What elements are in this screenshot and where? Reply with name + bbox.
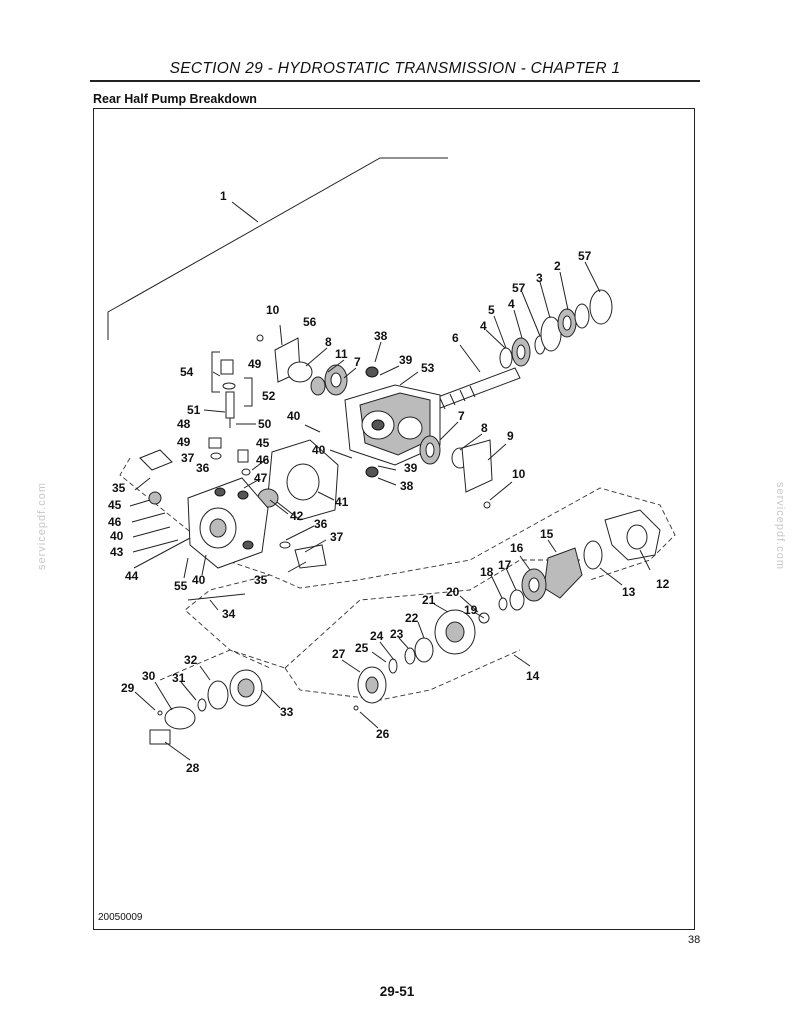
callout: 57 [512,281,526,295]
figure-title: Rear Half Pump Breakdown [93,92,257,106]
callout: 23 [390,627,404,641]
callout: 25 [355,641,369,655]
callout: 49 [248,357,262,371]
callout: 26 [376,727,390,741]
callout: 15 [540,527,554,541]
callout: 35 [112,481,126,495]
callout: 39 [404,461,418,475]
callout: 49 [177,435,191,449]
upper-small-parts [256,334,493,509]
callout: 19 [464,603,478,617]
callout: 37 [330,530,344,544]
callout: 47 [254,471,268,485]
callout: 2 [554,259,561,273]
callout: 45 [108,498,122,512]
callout: 9 [507,429,514,443]
charge-pump-group [149,669,263,745]
callout: 3 [536,271,543,285]
callout: 6 [452,331,459,345]
callout: 20 [446,585,460,599]
callout: 46 [108,515,122,529]
callout: 12 [656,577,670,591]
callout: 55 [174,579,188,593]
leader-lines [129,261,651,761]
callout: 36 [314,517,328,531]
callout: 24 [370,629,384,643]
callout: 36 [196,461,210,475]
callout: 37 [181,451,195,465]
callout: 39 [399,353,413,367]
section-header: SECTION 29 - HYDROSTATIC TRANSMISSION - … [169,60,621,77]
callout: 30 [142,669,156,683]
callout: 52 [262,389,276,403]
side-valves [139,449,327,601]
callout: 40 [312,443,326,457]
callout: 50 [258,417,272,431]
rotating-group [353,509,661,711]
callout: 16 [510,541,524,555]
valve-stack [208,359,251,476]
center-block [187,477,269,569]
callout: 28 [186,761,200,775]
input-shaft [429,367,521,411]
callout: 8 [481,421,488,435]
callout-labels: 1 57 2 57 3 5 4 4 6 10 56 38 8 11 39 49 … [108,189,670,775]
callout: 35 [254,573,268,587]
callout: 4 [508,297,515,311]
callout: 27 [332,647,346,661]
callout: 13 [622,585,636,599]
page-number: 29-51 [379,984,415,999]
callout: 34 [222,607,236,621]
callout: 54 [180,365,194,379]
callout: 40 [192,573,206,587]
callout: 46 [256,453,270,467]
end-cover [257,439,339,521]
upper-bearing-stack [499,289,613,369]
callout: 42 [290,509,304,523]
callout: 17 [498,558,512,572]
callout: 10 [266,303,280,317]
callout: 11 [335,347,348,361]
callout: 40 [110,529,124,543]
callout: 10 [512,467,526,481]
callout: 45 [256,436,270,450]
figure-frame [93,108,695,930]
callout: 38 [374,329,388,343]
callout: 40 [287,409,301,423]
callout: 21 [422,593,436,607]
figure-id: 20050009 [98,912,143,923]
callout: 51 [187,403,201,417]
callout: 29 [121,681,135,695]
callout: 31 [172,671,186,685]
callout: 7 [354,355,361,369]
figure-number: 38 [688,934,701,946]
pump-housing [344,384,441,466]
callout: 1 [220,189,227,203]
callout: 53 [421,361,435,375]
callout: 14 [526,669,540,683]
callout: 5 [488,303,495,317]
callout: 8 [325,335,332,349]
watermark-left: servicepdf.com [35,482,48,570]
header-rule [90,80,700,82]
callout: 43 [110,545,124,559]
callout: 7 [458,409,465,423]
callout: 38 [400,479,414,493]
watermark-right: servicepdf.com [773,482,786,570]
callout: 48 [177,417,191,431]
callout: 44 [125,569,139,583]
callout: 4 [480,319,487,333]
callout: 33 [280,705,294,719]
callout: 41 [335,495,349,509]
callout: 57 [578,249,592,263]
callout: 32 [184,653,198,667]
callout: 22 [405,611,419,625]
callout: 56 [303,315,317,329]
assembly-bracket [107,157,448,340]
callout: 18 [480,565,494,579]
